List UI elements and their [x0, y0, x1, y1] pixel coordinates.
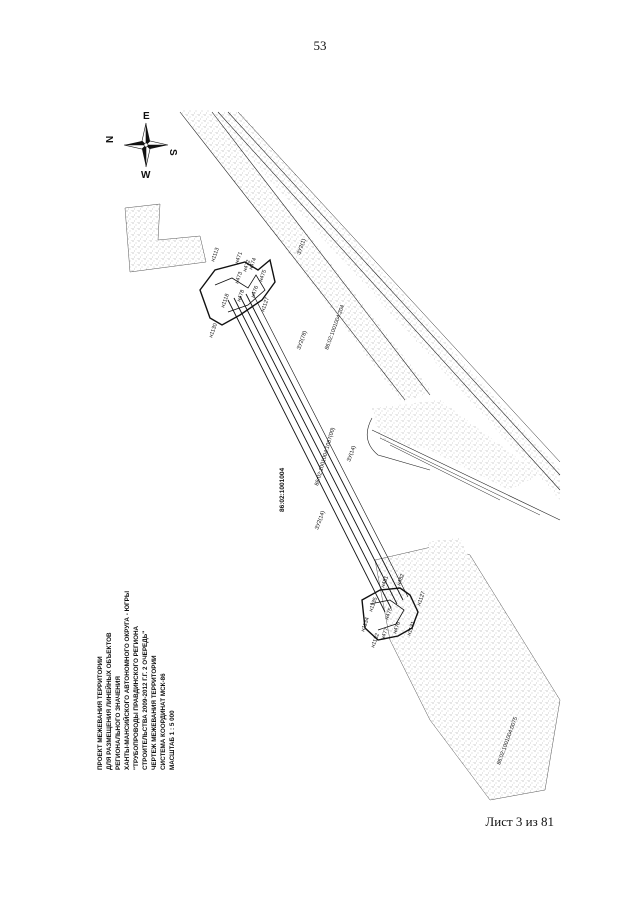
road-strip-band	[208, 112, 560, 500]
point-label: н477	[380, 627, 390, 641]
compass-rose-icon: E S W N	[105, 111, 178, 181]
point-label: н1130	[208, 323, 219, 339]
compass-e: E	[143, 111, 150, 122]
zone-label-zu14: ЗУ2(14)	[314, 510, 326, 531]
point-label: н1134	[360, 617, 371, 633]
zone-label-zu1: ЗУ2(1)	[296, 238, 307, 256]
point-label: н482	[396, 573, 406, 587]
zone-label-mid: ЗУ(14)	[346, 445, 357, 463]
point-label: н475	[384, 607, 394, 621]
pipeline-strip	[227, 291, 409, 613]
title-block: ПРОЕКТ МЕЖЕВАНИЯ ТЕРРИТОРИИ ДЛЯ РАЗМЕЩЕН…	[97, 591, 176, 770]
point-label: н472	[242, 259, 252, 273]
point-label: н475	[258, 269, 268, 283]
point-label: н1132	[370, 633, 381, 649]
stippled-terrain	[124, 110, 561, 801]
title-line: "ТРУБОПРОВОДЫ ПРАВДИНСКОГО РЕГИОНА	[133, 625, 140, 770]
upper-point-labels: н1113 н471 н472 н473 н474 н475 н476 н478…	[208, 247, 271, 339]
zone-label-zu78: ЗУ2(78)	[296, 330, 308, 351]
page-number: 53	[313, 38, 327, 53]
sheet-label: Лист 3 из 81	[485, 814, 554, 829]
title-line: СИСТЕМА КООРДИНАТ МСК-86	[160, 673, 167, 770]
upper-boundary-inner	[214, 274, 266, 313]
title-line: ХАНТЫ-МАНСИЙСКОГО АВТОНОМНОГО ОКРУГА - Ю…	[122, 591, 131, 770]
lower-boundary-polygon	[361, 587, 419, 641]
title-line: ЧЕРТЕЖ МЕЖЕВАНИЯ ТЕРРИТОРИИ	[151, 655, 158, 770]
point-label: н474	[248, 257, 258, 271]
point-label: н471	[234, 251, 244, 265]
point-label: н1118	[220, 293, 231, 309]
road-strip-upper	[180, 110, 432, 402]
point-label: н481	[380, 575, 390, 589]
lower-boundary-inner	[369, 599, 405, 631]
point-label: н1113	[210, 247, 221, 263]
parcel-lower-inner	[425, 538, 470, 570]
upper-boundary-polygon	[199, 258, 276, 326]
point-label: н476	[250, 285, 260, 299]
compass-n: N	[105, 136, 116, 143]
point-label: н478	[236, 289, 246, 303]
lower-point-labels: н1134 н1132 н481 н482 н1127 н475 н476 н4…	[360, 573, 427, 649]
parcel-upper-area	[124, 203, 207, 273]
corridor-lines	[179, 111, 561, 521]
compass-w: W	[141, 170, 151, 181]
branch-road-area	[372, 400, 540, 490]
compass-s: S	[167, 149, 178, 156]
point-label: н1135	[368, 597, 379, 613]
point-label: н1131	[406, 621, 417, 637]
point-label: н473	[234, 271, 244, 285]
title-line: РЕГИОНАЛЬНОГО ЗНАЧЕНИЯ	[115, 676, 122, 770]
title-line: МАСШТАБ 1 : 5 000	[169, 710, 176, 770]
point-label: н1127	[416, 591, 427, 607]
point-label: н476	[392, 621, 402, 635]
title-line: СТРОИТЕЛЬСТВА 2009-2012 Г.Г. 2 ОЧЕРЕДЬ"	[142, 631, 149, 770]
title-line: ПРОЕКТ МЕЖЕВАНИЯ ТЕРРИТОРИИ	[97, 656, 104, 770]
title-line: ДЛЯ РАЗМЕЩЕНИЯ ЛИНЕЙНЫХ ОБЪЕКТОВ	[104, 632, 113, 770]
quarter-label: 86:02:1001004	[279, 468, 286, 512]
point-label: н1127	[260, 297, 271, 313]
